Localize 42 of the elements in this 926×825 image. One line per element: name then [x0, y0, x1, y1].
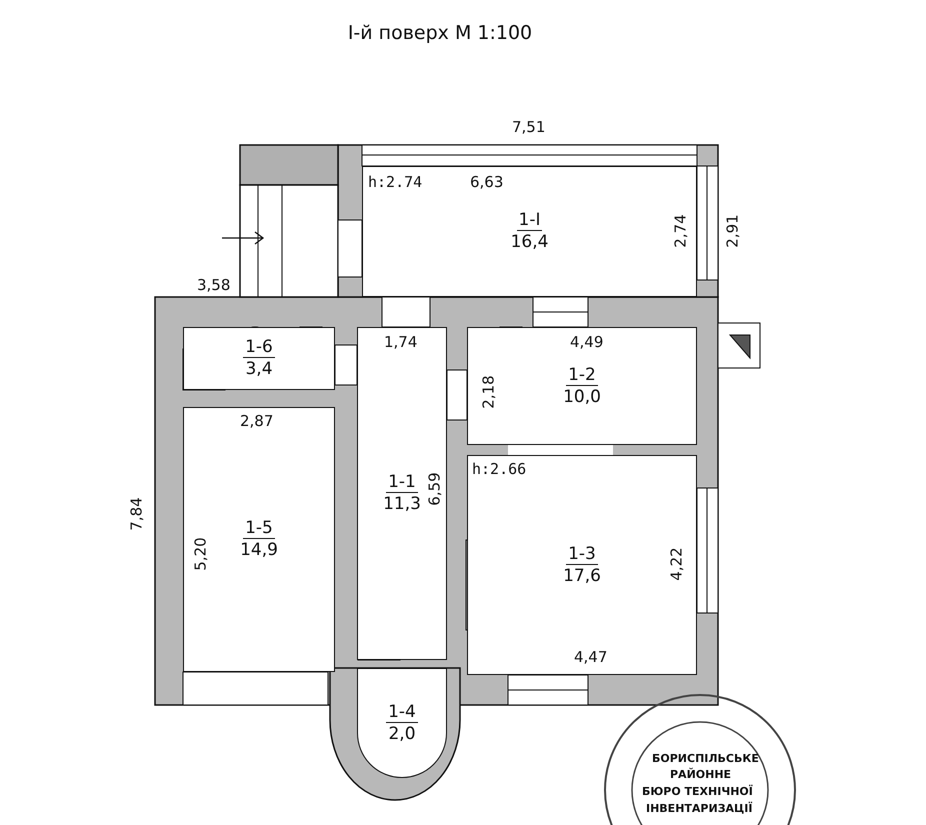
plan-title: І-й поверх М 1:100	[346, 21, 534, 46]
stamp-text: РАЙОННЕ	[670, 768, 732, 781]
room-number: 1-6	[243, 337, 275, 358]
dimension-label: 4,22	[668, 547, 686, 581]
dimension-label: 7,84	[128, 497, 146, 531]
room-number: 1-І	[516, 210, 542, 231]
dimension-label: 2,91	[724, 214, 742, 248]
room-outline	[357, 668, 447, 778]
dimension-label: 5,20	[192, 537, 210, 571]
dimension-label: 1,74	[384, 333, 418, 351]
dimension-label: 2,87	[240, 412, 274, 430]
room-number: 1-3	[566, 544, 598, 564]
room-outline	[357, 327, 447, 660]
room-area: 3,4	[245, 358, 273, 380]
dimension-label: 4,47	[574, 648, 608, 666]
room-area: 10,0	[563, 386, 601, 408]
ceiling-height: h:2.74	[368, 173, 422, 191]
dimension-label: 2,74	[672, 214, 690, 248]
room-number: 1-1	[386, 472, 418, 493]
dimension-label: 4,49	[570, 333, 604, 351]
room-area: 11,3	[383, 493, 421, 515]
room-area: 17,6	[563, 564, 601, 586]
room-outline	[467, 327, 697, 445]
stamp-text: БЮРО ТЕХНІЧНОЇ	[642, 785, 753, 798]
dimension-label: 3,58	[197, 276, 230, 294]
room-area: 16,4	[510, 231, 548, 253]
dimension-label: 2,18	[480, 375, 498, 409]
room-number: 1-5	[243, 518, 275, 539]
room-outline	[467, 455, 697, 675]
stamp-text: ІНВЕНТАРИЗАЦІЇ	[646, 802, 752, 815]
stamp-text: БОРИСПІЛЬСЬКЕ	[652, 752, 759, 765]
room-outline	[183, 407, 335, 672]
room-outline	[362, 166, 697, 297]
dimension-label: 6,59	[426, 472, 444, 506]
room-outline	[183, 327, 335, 390]
room-area: 14,9	[240, 539, 278, 561]
room-number: 1-2	[566, 364, 598, 386]
room-number: 1-4	[386, 702, 418, 722]
dimension-label: 7,51	[512, 118, 546, 136]
room-area: 2,0	[388, 722, 416, 744]
ceiling-height: h:2.66	[472, 460, 526, 478]
dimension-label: 6,63	[470, 173, 504, 191]
